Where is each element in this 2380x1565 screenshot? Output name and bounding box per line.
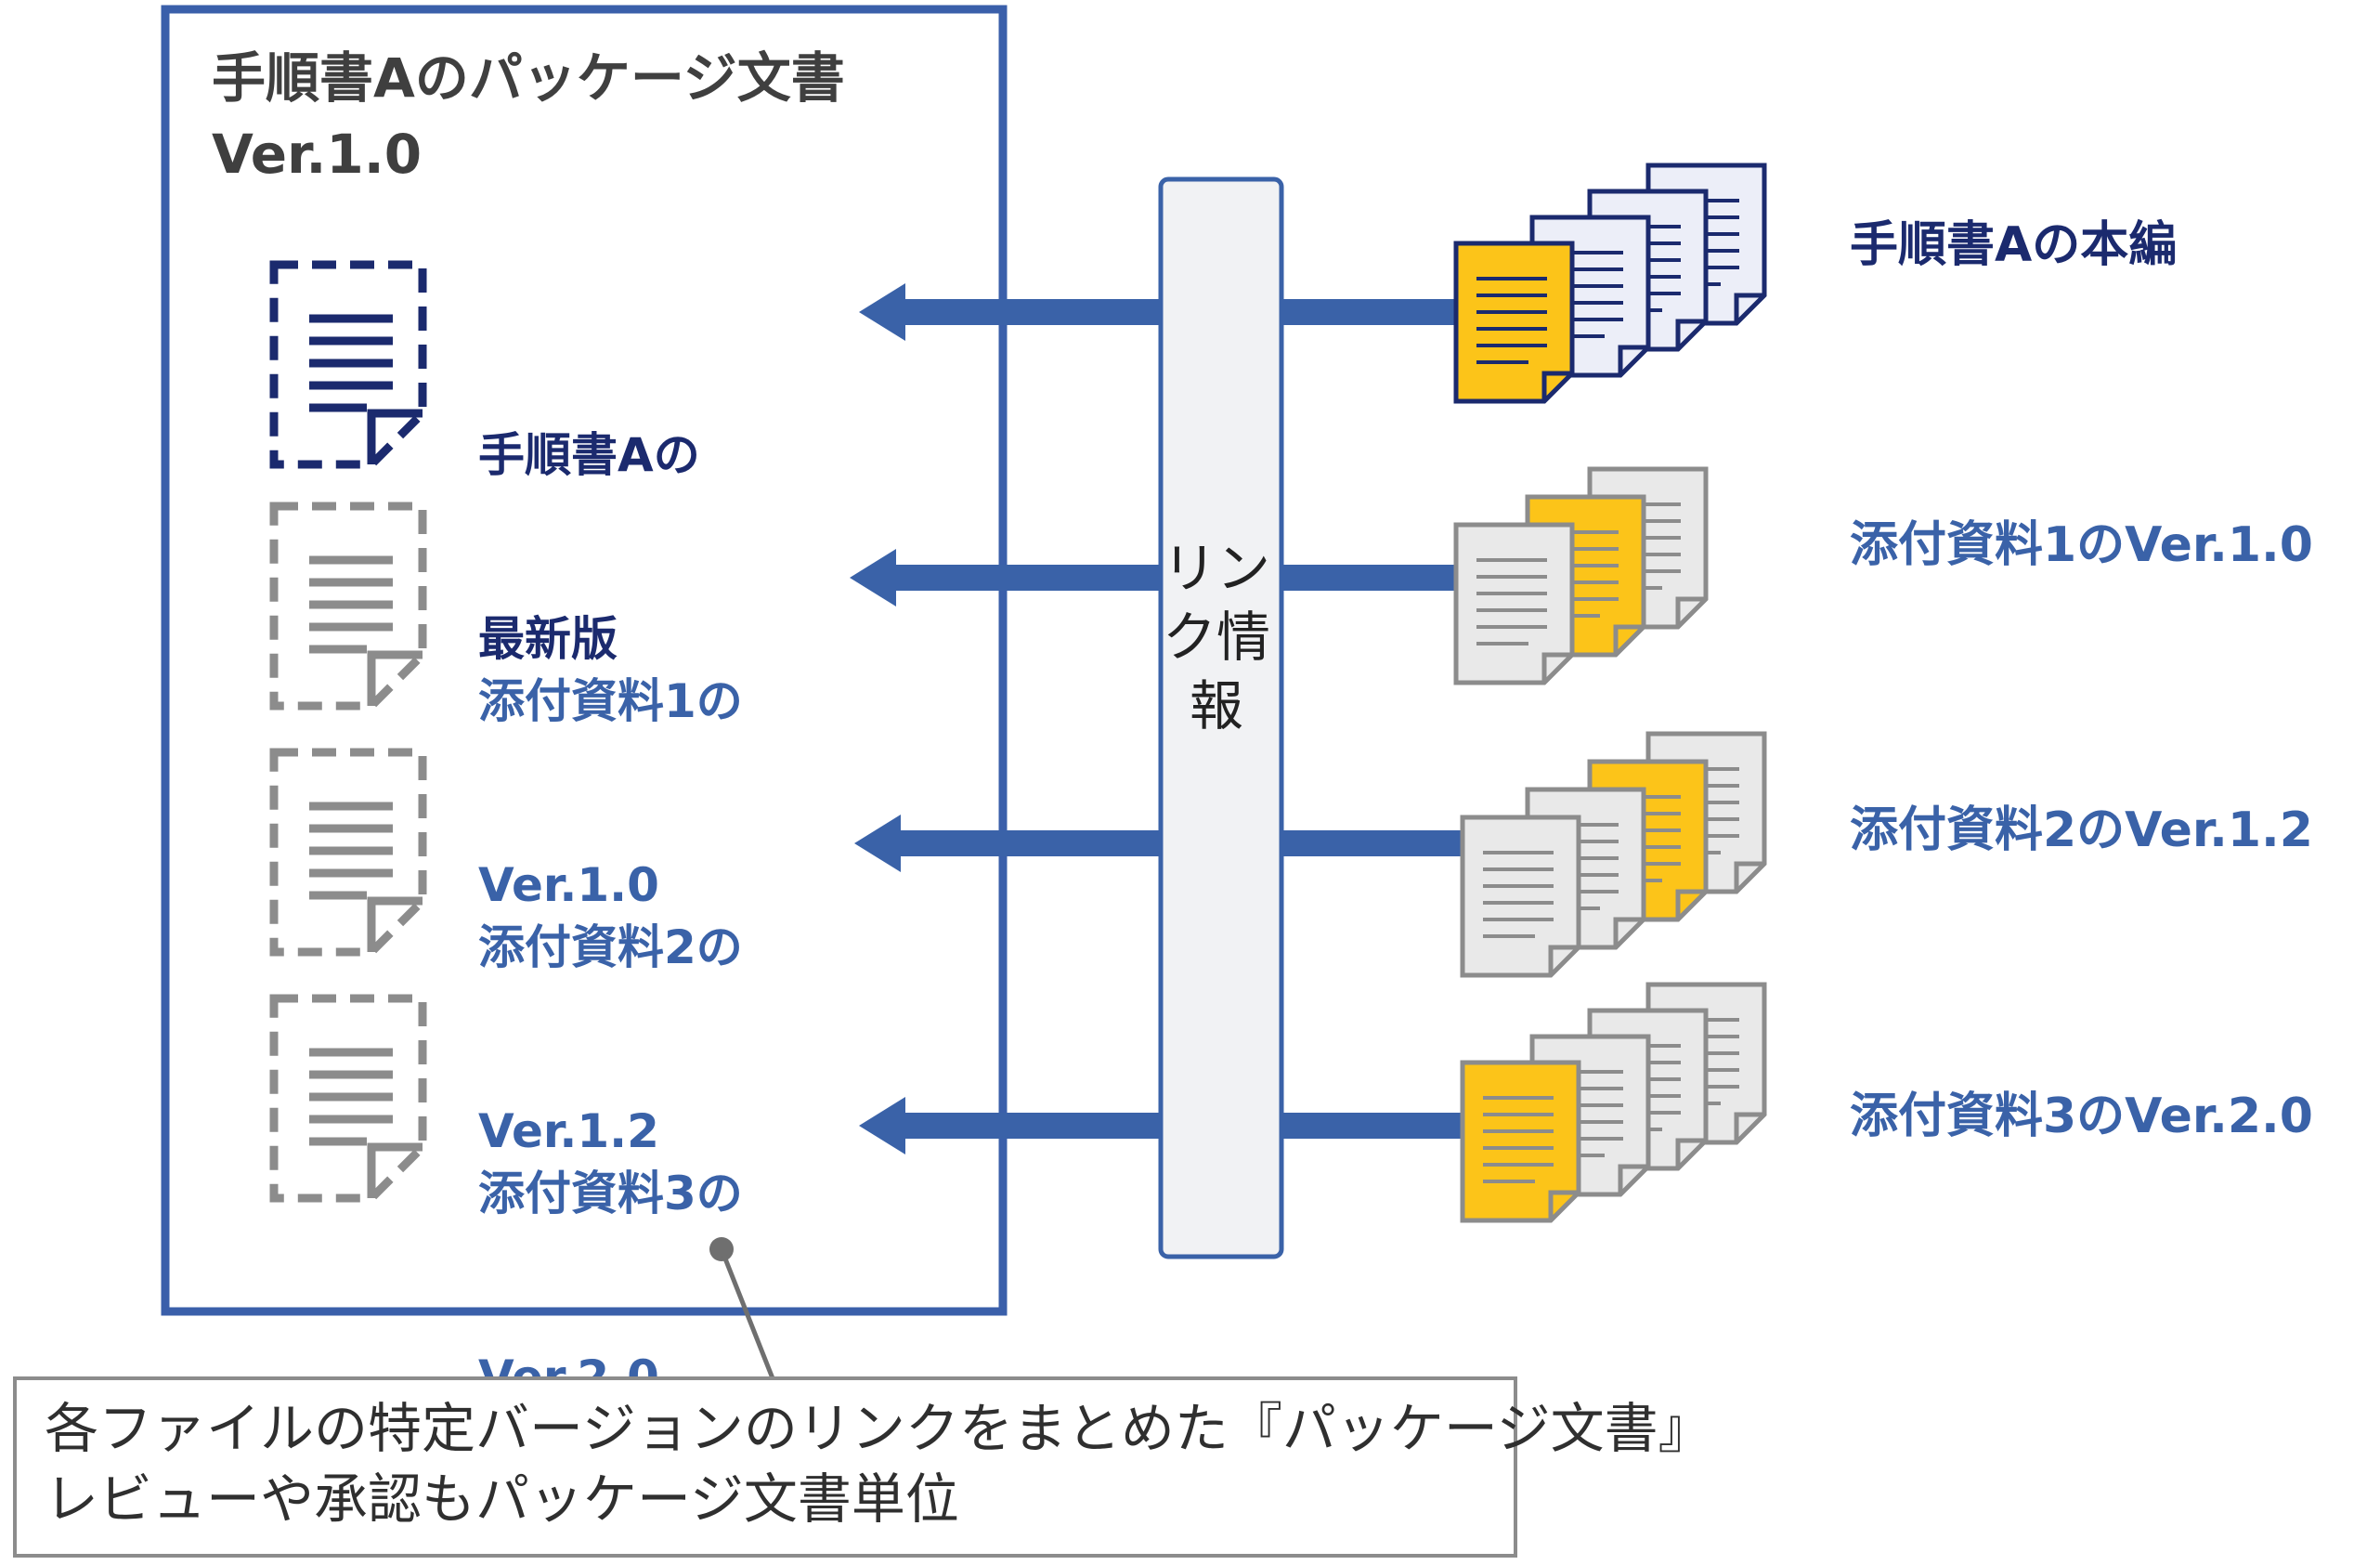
link-info-label: リンク情報 <box>1162 537 1270 737</box>
note-line: 各ファイルの特定バージョンのリンクをまとめた『パッケージ文書』 <box>45 1397 1712 1460</box>
package-item-label: 添付資料1の Ver.1.0 <box>478 674 743 912</box>
package-title: 手順書Aのパッケージ文書 <box>212 46 845 110</box>
source-label: 添付資料3のVer.2.0 <box>1850 1089 2313 1144</box>
package-item-label: 添付資料2の Ver.1.2 <box>478 920 743 1158</box>
source-label: 添付資料2のVer.1.2 <box>1850 802 2313 858</box>
document-stack-icon <box>1456 165 1764 401</box>
callout-line <box>719 1248 775 1379</box>
package-item-label: 手順書Aの 最新版 <box>478 428 700 666</box>
document-stack-icon <box>1463 734 1764 975</box>
source-label: 添付資料1のVer.1.0 <box>1850 517 2313 573</box>
document-stack-icon <box>1463 985 1764 1220</box>
note-callout: 各ファイルの特定バージョンのリンクをまとめた『パッケージ文書』 レビューや承認も… <box>13 1376 1712 1558</box>
link-info-bar <box>1158 176 1284 1259</box>
package-version: Ver.1.0 <box>212 123 423 186</box>
note-line: レビューや承認もパッケージ文書単位 <box>45 1467 959 1531</box>
document-stack-icon <box>1456 469 1706 683</box>
source-label: 手順書Aの本編 <box>1850 217 2178 273</box>
package-frame <box>161 5 1008 1316</box>
